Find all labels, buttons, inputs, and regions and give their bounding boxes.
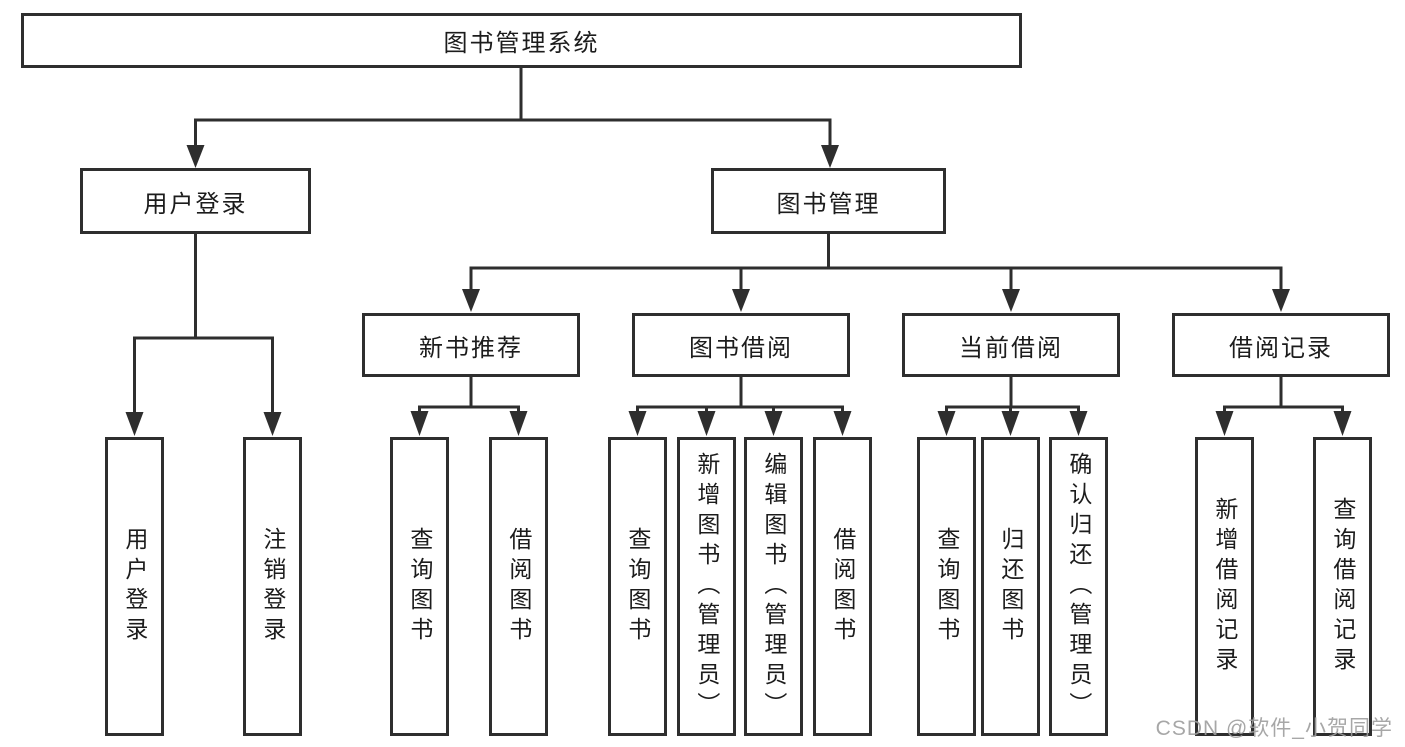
node-borrow-record: 借阅记录: [1172, 313, 1390, 377]
csdn-watermark: CSDN @软件_小贺同学: [1155, 717, 1393, 740]
node-book-borrow-label: 图书借阅: [689, 334, 793, 362]
node-borrow-record-label: 借阅记录: [1229, 334, 1333, 362]
leaf-newrec-query-book: 查询图书: [390, 437, 449, 736]
node-new-book-recommend: 新书推荐: [362, 313, 580, 377]
leaf-borrow-edit-book: 编辑图书（管理员）: [744, 437, 803, 736]
leaf-borrow-query-book: 查询图书: [608, 437, 667, 736]
leaf-record-add-record: 新增借阅记录: [1195, 437, 1254, 736]
node-root-label: 图书管理系统: [443, 30, 600, 57]
leaf-newrec-borrow-book: 借阅图书: [489, 437, 548, 736]
leaf-record-add-record-label: 新增借阅记录: [1211, 496, 1238, 677]
leaf-record-query-record: 查询借阅记录: [1313, 437, 1372, 736]
leaf-logout-label: 注销登录: [259, 526, 286, 647]
leaf-current-return-book-label: 归还图书: [997, 526, 1024, 647]
node-current-borrow: 当前借阅: [902, 313, 1120, 377]
leaf-logout: 注销登录: [243, 437, 302, 736]
leaf-borrow-add-book: 新增图书（管理员）: [677, 437, 736, 736]
leaf-user-login: 用户登录: [105, 437, 164, 736]
node-root: 图书管理系统: [21, 13, 1022, 68]
leaf-current-query-book-label: 查询图书: [933, 526, 960, 647]
leaf-borrow-borrow-book-label: 借阅图书: [829, 526, 856, 647]
leaf-borrow-add-book-label: 新增图书（管理员）: [693, 451, 720, 722]
leaf-current-query-book: 查询图书: [917, 437, 976, 736]
node-user-login: 用户登录: [80, 168, 311, 234]
leaf-newrec-borrow-book-label: 借阅图书: [505, 526, 532, 647]
node-current-borrow-label: 当前借阅: [959, 334, 1063, 362]
leaf-newrec-query-book-label: 查询图书: [406, 526, 433, 647]
node-book-borrow: 图书借阅: [632, 313, 850, 377]
leaf-borrow-edit-book-label: 编辑图书（管理员）: [760, 451, 787, 722]
leaf-current-confirm-return-label: 确认归还（管理员）: [1065, 451, 1092, 722]
node-new-book-recommend-label: 新书推荐: [419, 334, 523, 362]
leaf-borrow-query-book-label: 查询图书: [624, 526, 651, 647]
leaf-record-query-record-label: 查询借阅记录: [1329, 496, 1356, 677]
leaf-current-return-book: 归还图书: [981, 437, 1040, 736]
leaf-borrow-borrow-book: 借阅图书: [813, 437, 872, 736]
arrowheads: [125, 145, 1352, 436]
node-user-login-label: 用户登录: [143, 190, 248, 218]
node-book-management: 图书管理: [711, 168, 946, 234]
node-book-management-label: 图书管理: [776, 190, 881, 218]
leaf-current-confirm-return: 确认归还（管理员）: [1049, 437, 1108, 736]
leaf-user-login-label: 用户登录: [121, 526, 148, 647]
